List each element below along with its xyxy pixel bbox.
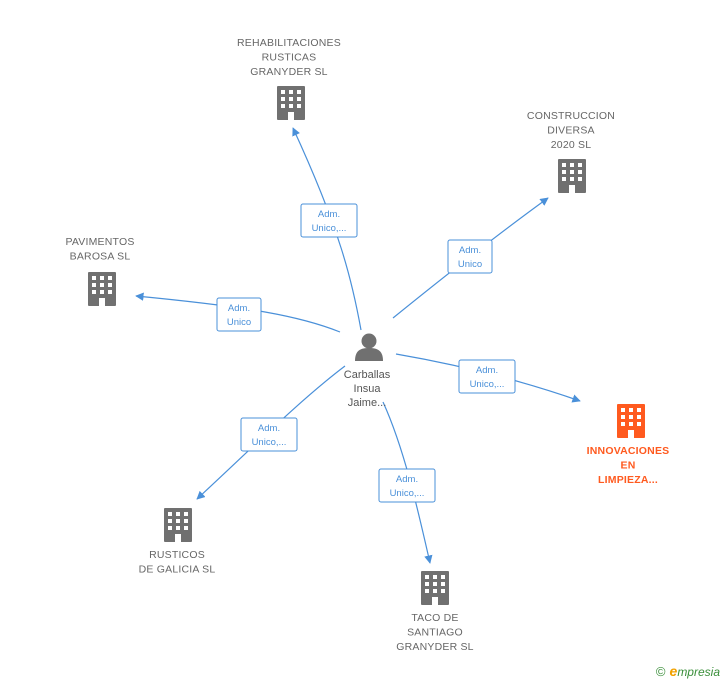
- company-name-line-2: SANTIAGO: [407, 627, 463, 639]
- company-name-line-3: 2020 SL: [551, 139, 592, 151]
- company-name-line-2: DIVERSA: [547, 125, 595, 137]
- relation-box: [447, 239, 493, 274]
- building-icon: [421, 571, 449, 605]
- relation-badge-construccion[interactable]: Adm. Unico: [447, 239, 493, 274]
- person-name-line-1: Carballas: [344, 369, 391, 381]
- footer-brand: © empresia: [656, 663, 720, 679]
- company-name-line-1: PAVIMENTOS: [65, 236, 134, 248]
- relation-box: [240, 417, 298, 452]
- brand-text: mpresia: [677, 665, 720, 679]
- relation-text-line-1: Adm.: [258, 423, 280, 434]
- relation-badge-innovaciones[interactable]: Adm. Unico,...: [458, 359, 516, 394]
- relation-box: [216, 297, 262, 332]
- relation-badge-rehabilitaciones[interactable]: Adm. Unico,...: [300, 203, 358, 238]
- company-name-line-1: CONSTRUCCION: [527, 110, 615, 122]
- company-node-construccion[interactable]: CONSTRUCCION DIVERSA 2020 SL: [527, 110, 615, 193]
- building-icon: [277, 86, 305, 120]
- building-icon: [88, 272, 116, 306]
- relation-text-line-1: Adm.: [476, 365, 498, 376]
- edge-rehabilitaciones: [292, 127, 362, 331]
- relation-text-line-2: Unico,...: [252, 437, 287, 448]
- company-name-line-2: EN: [621, 460, 636, 472]
- copyright-icon: ©: [655, 663, 666, 679]
- company-node-innovaciones[interactable]: INNOVACIONES EN LIMPIEZA...: [587, 404, 670, 486]
- relation-badge-rusticos[interactable]: Adm. Unico,...: [240, 417, 298, 452]
- company-name-line-2: DE GALICIA SL: [139, 564, 216, 576]
- empresia-logo[interactable]: empresia: [670, 663, 720, 679]
- relation-text-line-1: Adm.: [396, 474, 418, 485]
- edge-pavimentos: [135, 292, 341, 333]
- person-name-line-2: Insua: [354, 383, 382, 395]
- relation-text-line-2: Unico: [458, 259, 482, 270]
- relation-badge-pavimentos[interactable]: Adm. Unico: [216, 297, 262, 332]
- person-icon: [355, 333, 383, 361]
- relation-text-line-2: Unico: [227, 317, 251, 328]
- relation-badge-taco[interactable]: Adm. Unico,...: [378, 468, 436, 503]
- company-name-line-3: GRANYDER SL: [250, 66, 327, 78]
- company-name-line-3: GRANYDER SL: [396, 641, 473, 653]
- relation-text-line-1: Adm.: [318, 209, 340, 220]
- relation-text-line-1: Adm.: [459, 245, 481, 256]
- relations-layer: Adm.Unico,...Adm.UnicoAdm.UnicoAdm.Unico…: [216, 203, 516, 503]
- company-name-line-2: BAROSA SL: [70, 251, 131, 263]
- person-name-line-3: Jaime...: [348, 397, 387, 409]
- company-name-line-1: INNOVACIONES: [587, 445, 670, 457]
- relation-text-line-1: Adm.: [228, 303, 250, 314]
- relation-text-line-2: Unico,...: [470, 379, 505, 390]
- company-node-rusticos[interactable]: RUSTICOS DE GALICIA SL: [139, 508, 216, 576]
- company-name-line-1: REHABILITACIONES: [237, 37, 341, 49]
- company-name-line-1: RUSTICOS: [149, 549, 205, 561]
- company-node-pavimentos[interactable]: PAVIMENTOS BAROSA SL: [65, 236, 134, 306]
- building-icon: [617, 404, 645, 438]
- company-name-line-2: RUSTICAS: [262, 52, 317, 64]
- company-node-rehabilitaciones[interactable]: REHABILITACIONES RUSTICAS GRANYDER SL: [237, 37, 341, 120]
- relation-box: [458, 359, 516, 394]
- relation-text-line-2: Unico,...: [390, 488, 425, 499]
- edges-layer: [135, 127, 581, 564]
- relation-box: [300, 203, 358, 238]
- company-node-taco[interactable]: TACO DE SANTIAGO GRANYDER SL: [396, 571, 474, 653]
- company-name-line-1: TACO DE: [411, 612, 458, 624]
- center-person-node[interactable]: Carballas Insua Jaime...: [344, 333, 391, 410]
- company-name-line-3: LIMPIEZA...: [598, 474, 658, 486]
- relation-box: [378, 468, 436, 503]
- building-icon: [164, 508, 192, 542]
- relation-text-line-2: Unico,...: [312, 223, 347, 234]
- nodes-layer: REHABILITACIONES RUSTICAS GRANYDER SL CONST…: [65, 37, 669, 653]
- brand-initial: e: [669, 663, 678, 679]
- building-icon: [558, 159, 586, 193]
